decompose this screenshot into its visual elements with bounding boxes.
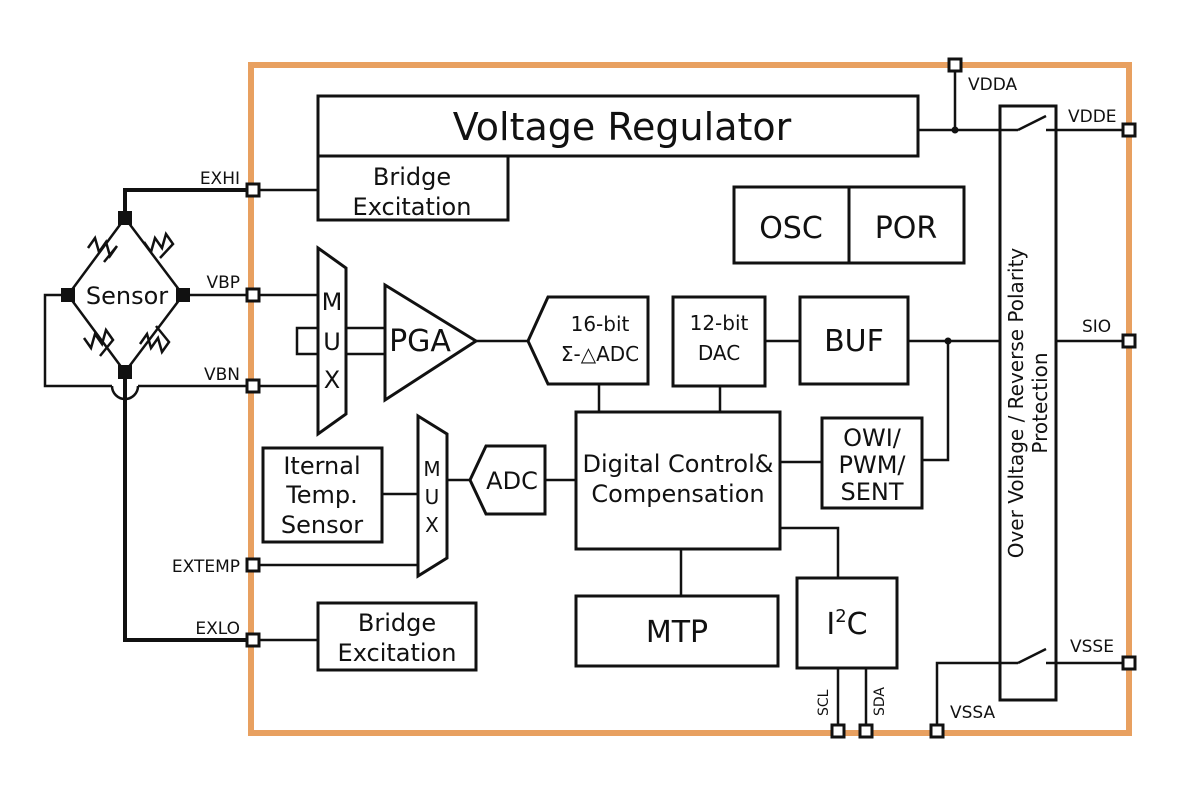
label-vbp: VBP — [206, 273, 240, 293]
adc16-block: 16-bit Σ-△ADC — [526, 295, 650, 386]
svg-text:Σ-△ADC: Σ-△ADC — [561, 342, 639, 366]
pin-exhi — [245, 182, 261, 198]
pga-block: PGA — [383, 282, 479, 403]
pin-extemp — [245, 557, 261, 573]
por-block: POR — [847, 185, 966, 265]
bridge-excitation-bottom-block: Bridge Excitation — [316, 601, 478, 672]
bridge-excitation-top-block: Bridge Excitation — [316, 154, 510, 222]
dac12-block: 12-bit DAC — [671, 295, 767, 388]
svg-text:POR: POR — [875, 211, 938, 246]
label-vssa: VSSA — [950, 703, 996, 723]
pin-sio — [1121, 333, 1137, 349]
svg-text:12-bit: 12-bit — [690, 311, 749, 335]
svg-text:Digital Control&: Digital Control& — [583, 450, 774, 478]
pins — [245, 57, 1137, 739]
pin-vssa — [929, 723, 945, 739]
mux-top-block: M U X — [316, 245, 348, 437]
label-vbn: VBN — [204, 365, 240, 385]
svg-text:M: M — [423, 457, 440, 481]
buf-block: BUF — [798, 295, 910, 386]
pin-vbn — [245, 378, 261, 394]
pin-exlo — [245, 632, 261, 648]
voltage-regulator-block: Voltage Regulator — [316, 94, 920, 158]
svg-text:Excitation: Excitation — [338, 639, 457, 667]
pin-labels: EXHI VBP VBN EXTEMP EXLO VDDA VDDE SIO V… — [172, 75, 1117, 723]
pin-scl — [830, 723, 846, 739]
sensor-label: Sensor — [86, 282, 168, 310]
label-sda: SDA — [872, 687, 888, 716]
svg-text:U: U — [323, 328, 341, 356]
svg-text:Protection: Protection — [1028, 352, 1052, 453]
svg-text:Compensation: Compensation — [591, 480, 764, 508]
label-scl: SCL — [816, 689, 832, 716]
svg-text:Voltage Regulator: Voltage Regulator — [453, 105, 792, 149]
label-extemp: EXTEMP — [172, 557, 240, 577]
svg-text:M: M — [322, 288, 343, 316]
svg-text:X: X — [425, 513, 439, 537]
sensor-bridge: Sensor — [61, 211, 190, 379]
pin-vbp — [245, 287, 261, 303]
pin-sda — [858, 723, 874, 739]
svg-text:ADC: ADC — [486, 467, 538, 495]
svg-text:MTP: MTP — [646, 615, 708, 650]
svg-text:OWI/: OWI/ — [843, 424, 902, 452]
svg-text:Over Voltage / Reverse Polarit: Over Voltage / Reverse Polarity — [1004, 248, 1028, 559]
svg-text:Excitation: Excitation — [353, 193, 472, 221]
internal-temp-sensor-block: Iternal Temp. Sensor — [261, 446, 384, 544]
svg-text:Iternal: Iternal — [283, 452, 360, 480]
svg-text:U: U — [425, 485, 440, 509]
svg-text:BUF: BUF — [824, 324, 884, 359]
i2c-block: I2C — [795, 576, 899, 670]
label-exlo: EXLO — [195, 619, 240, 639]
svg-text:Bridge: Bridge — [373, 163, 451, 191]
wiring — [43, 65, 1129, 731]
svg-text:Bridge: Bridge — [358, 609, 436, 637]
svg-text:16-bit: 16-bit — [571, 312, 630, 336]
digital-control-block: Digital Control& Compensation — [574, 410, 782, 551]
chip-boundary — [248, 62, 1132, 736]
adc-block: ADC — [468, 444, 547, 516]
mux-bottom-block: M U X — [416, 413, 449, 579]
mtp-block: MTP — [574, 594, 780, 668]
pin-vdde — [1121, 122, 1137, 138]
label-vdda: VDDA — [968, 75, 1018, 95]
label-exhi: EXHI — [200, 169, 240, 189]
svg-text:DAC: DAC — [698, 341, 740, 365]
pin-vdda — [947, 57, 963, 73]
osc-block: OSC — [732, 185, 851, 265]
svg-text:OSC: OSC — [759, 211, 823, 246]
label-vsse: VSSE — [1070, 637, 1114, 657]
svg-text:PWM/: PWM/ — [839, 451, 907, 479]
svg-text:X: X — [324, 366, 340, 394]
svg-text:I2C: I2C — [826, 606, 867, 642]
protection-block: Over Voltage / Reverse Polarity Protecti… — [998, 104, 1058, 702]
svg-text:Sensor: Sensor — [281, 511, 363, 539]
label-vdde: VDDE — [1068, 107, 1117, 127]
svg-text:Temp.: Temp. — [285, 481, 358, 509]
pin-vsse — [1121, 655, 1137, 671]
svg-text:SENT: SENT — [840, 478, 903, 506]
svg-text:PGA: PGA — [389, 324, 451, 359]
owi-pwm-sent-block: OWI/ PWM/ SENT — [820, 416, 924, 510]
label-sio: SIO — [1082, 317, 1111, 337]
